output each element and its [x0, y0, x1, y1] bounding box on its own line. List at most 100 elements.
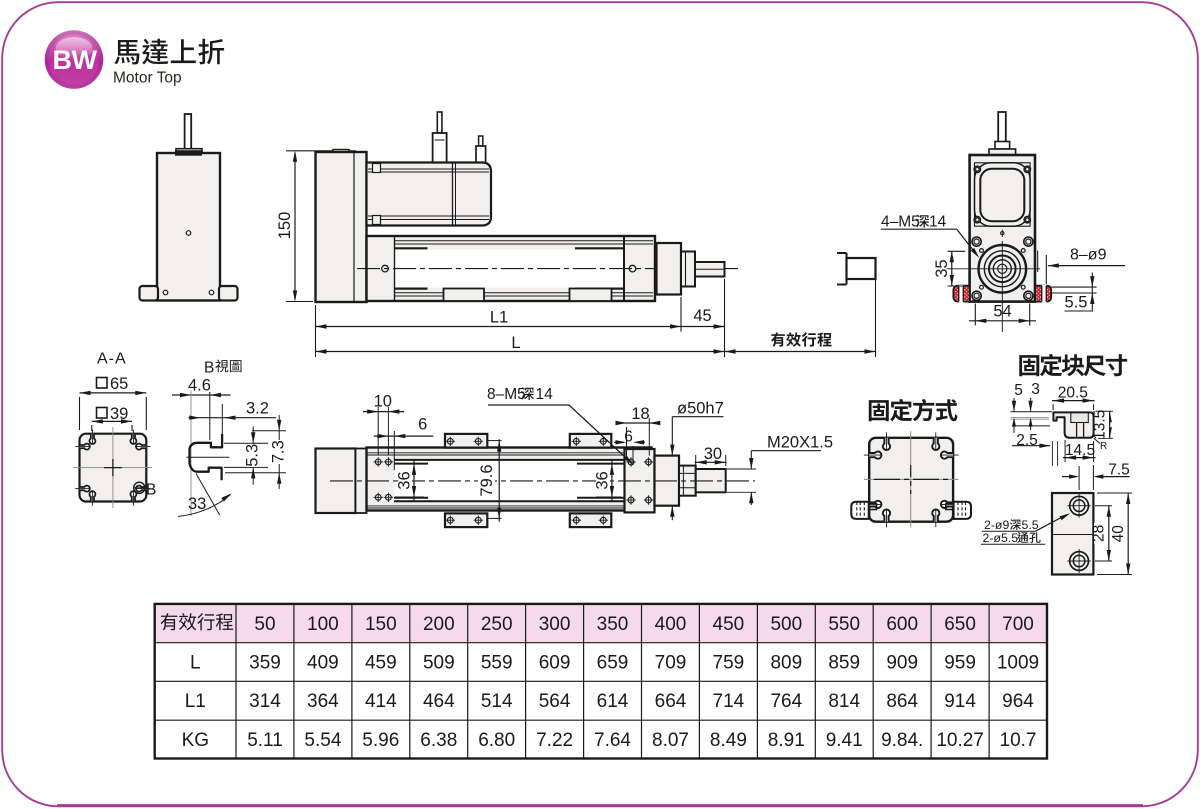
svg-text:514: 514 [481, 691, 513, 712]
svg-text:Motor Top: Motor Top [113, 70, 182, 87]
svg-text:459: 459 [365, 653, 397, 674]
svg-text:8.07: 8.07 [652, 730, 689, 751]
svg-text:ø50h7: ø50h7 [677, 400, 724, 418]
svg-text:6.38: 6.38 [420, 730, 457, 751]
svg-text:6.80: 6.80 [478, 730, 515, 751]
svg-text:L1: L1 [490, 309, 508, 327]
svg-text:2-ø9: 2-ø9 [984, 518, 1009, 532]
svg-text:150: 150 [276, 212, 294, 240]
svg-text:5.3: 5.3 [244, 444, 262, 467]
svg-text:364: 364 [307, 691, 339, 712]
svg-text:4–M5: 4–M5 [881, 214, 920, 231]
svg-text:9.41: 9.41 [826, 730, 863, 751]
svg-text:BW: BW [53, 45, 98, 75]
svg-text:959: 959 [944, 653, 976, 674]
svg-text:509: 509 [423, 653, 455, 674]
svg-text:7.3: 7.3 [270, 440, 288, 463]
svg-text:5.54: 5.54 [304, 730, 341, 751]
svg-text:9.84.: 9.84. [881, 730, 923, 751]
svg-text:5.5: 5.5 [1022, 518, 1039, 532]
svg-text:1009: 1009 [997, 653, 1039, 674]
svg-text:8.49: 8.49 [710, 730, 747, 751]
svg-text:464: 464 [423, 691, 455, 712]
svg-text:2-ø5.5: 2-ø5.5 [983, 531, 1019, 545]
svg-text:2.5: 2.5 [1016, 432, 1038, 449]
svg-text:414: 414 [365, 691, 397, 712]
svg-text:450: 450 [713, 614, 745, 635]
svg-text:6: 6 [624, 428, 633, 445]
svg-text:5: 5 [1014, 382, 1023, 399]
svg-text:250: 250 [481, 614, 513, 635]
svg-text:350: 350 [597, 614, 629, 635]
svg-text:A-A: A-A [97, 351, 127, 368]
svg-text:764: 764 [770, 691, 802, 712]
svg-text:200: 200 [423, 614, 455, 635]
svg-text:L1: L1 [185, 691, 206, 712]
svg-text:814: 814 [828, 691, 860, 712]
svg-text:300: 300 [539, 614, 571, 635]
svg-text:359: 359 [249, 653, 281, 674]
svg-text:79.6: 79.6 [478, 464, 496, 496]
svg-text:45: 45 [693, 307, 711, 325]
svg-text:409: 409 [307, 653, 339, 674]
svg-text:659: 659 [597, 653, 629, 674]
svg-text:B: B [204, 360, 214, 377]
svg-text:L: L [190, 653, 201, 674]
svg-text:M20X1.5: M20X1.5 [767, 434, 833, 452]
svg-text:14: 14 [536, 386, 554, 403]
svg-text:7.22: 7.22 [536, 730, 573, 751]
svg-text:50: 50 [254, 614, 275, 635]
svg-text:3: 3 [1031, 381, 1040, 398]
svg-text:664: 664 [655, 691, 687, 712]
svg-text:6: 6 [418, 416, 427, 434]
svg-text:30: 30 [704, 445, 722, 463]
svg-text:7.64: 7.64 [594, 730, 631, 751]
svg-text:10.27: 10.27 [936, 730, 984, 751]
svg-text:13.5: 13.5 [1092, 410, 1109, 440]
svg-text:10: 10 [374, 392, 392, 410]
svg-text:564: 564 [539, 691, 571, 712]
svg-text:150: 150 [365, 614, 397, 635]
svg-text:400: 400 [655, 614, 687, 635]
svg-text:14.5: 14.5 [1065, 442, 1095, 459]
svg-text:5.5: 5.5 [1065, 294, 1088, 312]
svg-text:10.7: 10.7 [1000, 730, 1037, 751]
svg-text:700: 700 [1002, 614, 1034, 635]
svg-text:500: 500 [770, 614, 802, 635]
svg-text:54: 54 [993, 303, 1011, 321]
svg-text:18: 18 [631, 405, 649, 423]
svg-text:39: 39 [110, 405, 128, 423]
svg-text:609: 609 [539, 653, 571, 674]
svg-text:614: 614 [597, 691, 629, 712]
svg-text:L: L [511, 334, 520, 352]
svg-text:R: R [1100, 441, 1107, 452]
svg-text:33: 33 [188, 495, 206, 513]
svg-text:650: 650 [944, 614, 976, 635]
svg-text:550: 550 [828, 614, 860, 635]
svg-text:859: 859 [828, 653, 860, 674]
svg-text:8.91: 8.91 [768, 730, 805, 751]
svg-text:20.5: 20.5 [1058, 384, 1088, 401]
svg-text:5.11: 5.11 [247, 730, 283, 751]
svg-text:8–M5: 8–M5 [487, 386, 526, 403]
svg-text:914: 914 [944, 691, 976, 712]
svg-text:809: 809 [770, 653, 802, 674]
svg-text:14: 14 [929, 214, 947, 231]
svg-text:709: 709 [655, 653, 687, 674]
svg-text:759: 759 [713, 653, 745, 674]
svg-text:4.6: 4.6 [188, 377, 211, 395]
svg-text:28: 28 [1091, 525, 1108, 542]
svg-text:5.96: 5.96 [362, 730, 399, 751]
svg-text:7.5: 7.5 [1108, 462, 1130, 479]
svg-text:964: 964 [1002, 691, 1034, 712]
svg-text:36: 36 [593, 471, 611, 489]
svg-text:559: 559 [481, 653, 513, 674]
svg-text:8–ø9: 8–ø9 [1070, 247, 1107, 264]
svg-text:35: 35 [933, 259, 951, 277]
svg-text:714: 714 [713, 691, 745, 712]
svg-text:600: 600 [886, 614, 918, 635]
svg-text:314: 314 [249, 691, 281, 712]
svg-text:KG: KG [182, 730, 209, 751]
svg-text:65: 65 [110, 375, 128, 393]
svg-text:B: B [146, 482, 156, 499]
